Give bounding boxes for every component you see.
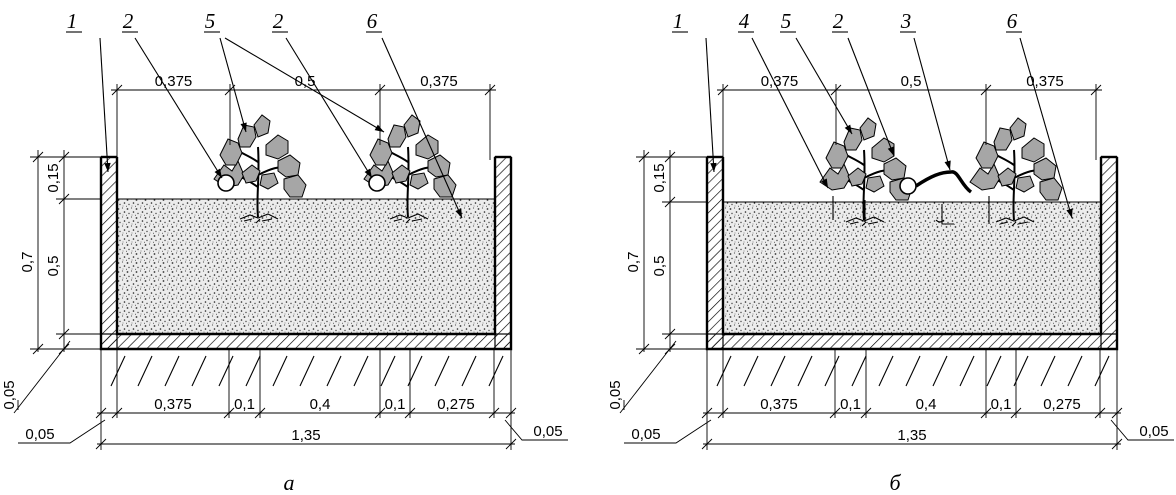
ground-hatch [461,355,477,387]
bottom-wall [100,333,512,350]
ground-hatch [326,355,342,387]
side-dim-label: 0,05 [25,426,54,443]
left-dim-label: 0,7 [19,252,36,273]
ground-hatch [488,355,504,387]
drip-emitter [217,174,235,192]
soil [723,202,1101,334]
callout-number: 4 [739,9,750,33]
callout-number: 1 [673,9,684,33]
callout-number: 2 [833,9,844,33]
bottom-dim-label: 0,275 [1043,396,1081,413]
callout-number: 6 [367,9,378,33]
callout-number: 5 [205,9,216,33]
ground-hatch [137,355,153,387]
left-dim-label: 0,15 [651,163,668,192]
ground-hatch [1067,355,1083,387]
leader [619,340,677,414]
left-wall [100,156,118,350]
bottom-dim-label: 0,375 [154,396,192,413]
bottom-dim-label: 0,4 [916,396,937,413]
left-dim-label: 0,5 [45,256,62,277]
bottom-dim-label: 0,1 [840,396,861,413]
bottom-dim-label: 0,375 [760,396,798,413]
side-dim-label: 0,05 [533,423,562,440]
left-dim-label: 0,7 [625,252,642,273]
top-dim-label: 0,375 [420,73,458,90]
ground-hatch [164,355,180,387]
ground-hatch [380,355,396,387]
drip-emitter [899,177,917,195]
ground-hatch [824,355,840,387]
bottom-dim-label: 0,1 [234,396,255,413]
ground-hatch [986,355,1002,387]
side-dim-label: 0,05 [631,426,660,443]
callout-number: 2 [123,9,134,33]
ground-hatch [770,355,786,387]
side-dim-label: 0,05 [1139,423,1168,440]
container-outline [705,157,1119,351]
bottom-dim-label: 0,275 [437,396,475,413]
hose [915,170,973,194]
tube-outlet [935,204,954,225]
ground-hatch [932,355,948,387]
leader [1110,419,1174,441]
callout-number: 3 [900,9,912,33]
leader [13,340,71,414]
container-inner [115,157,497,336]
left-wall [706,156,724,350]
ground-hatch [716,355,732,387]
ground-hatch [797,355,813,387]
total-dim-label: 1,35 [897,427,926,444]
container-outline [99,157,513,351]
ground-hatch [110,355,126,387]
top-dim-label: 0,375 [155,73,193,90]
top-dim-label: 0,375 [761,73,799,90]
leader [504,419,568,441]
ground-hatch [959,355,975,387]
panel-caption: а [284,470,295,495]
panel-caption: б [889,470,901,495]
left-dim-label: 0,05 [607,380,624,409]
bottom-dim-label: 0,1 [385,396,406,413]
total-dim-label: 1,35 [291,427,320,444]
bottom-dim-label: 0,4 [310,396,331,413]
left-dim-label: 0,5 [651,256,668,277]
ground-hatch [245,355,261,387]
ground-hatch [743,355,759,387]
callout-number: 5 [781,9,792,33]
ground-hatch [905,355,921,387]
ground-hatch [218,355,234,387]
ground-hatch [272,355,288,387]
bottom-wall [706,333,1118,350]
right-wall [1100,156,1118,350]
top-dim-label: 0,375 [1026,73,1064,90]
leader [624,419,712,444]
callout-number: 2 [273,9,284,33]
ground-hatch [878,355,894,387]
ground-hatch [353,355,369,387]
bottom-dim-label: 0,1 [991,396,1012,413]
ground-hatch [851,355,867,387]
leader [18,419,106,444]
film-edge [832,196,990,224]
ground-hatch [1094,355,1110,387]
left-dim-label: 0,05 [1,380,18,409]
drip-emitter [368,174,386,192]
container-inner [721,157,1103,336]
ground-hatch [434,355,450,387]
ground-hatch [191,355,207,387]
callout-number: 6 [1007,9,1018,33]
right-wall [494,156,512,350]
left-dim-label: 0,15 [45,163,62,192]
soil [117,199,495,334]
ground-hatch [299,355,315,387]
top-dim-label: 0,5 [901,73,922,90]
callout-number: 1 [67,9,78,33]
ground-hatch [1040,355,1056,387]
